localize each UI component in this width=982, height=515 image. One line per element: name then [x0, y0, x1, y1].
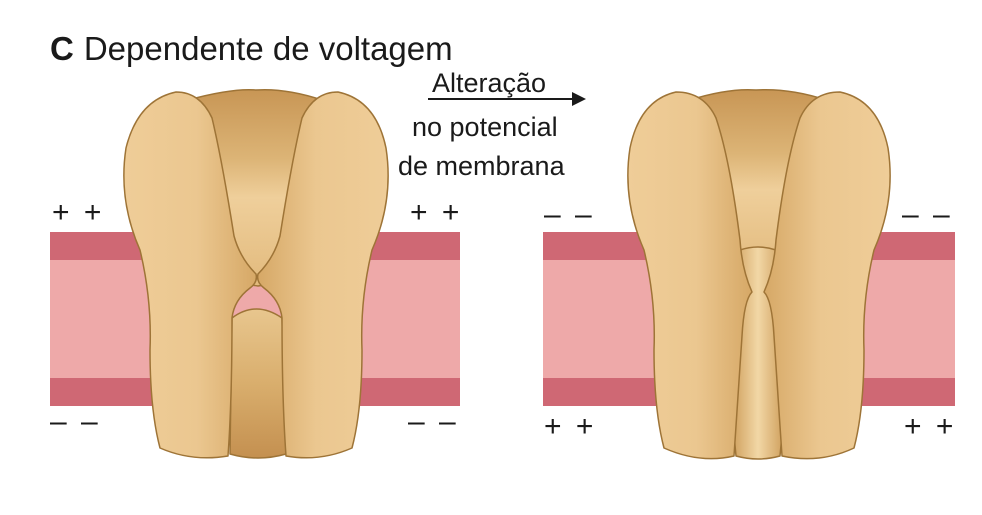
transition-label-line3: de membrana: [398, 151, 565, 181]
panel-letter: C: [50, 30, 74, 67]
charge-left-bottom-left: – –: [50, 405, 101, 438]
transition-arrow: [428, 92, 586, 106]
ion-channel-open: [627, 88, 891, 460]
transition-label-line1: Alteração: [432, 68, 547, 98]
charge-left-top-left: + +: [52, 196, 105, 229]
transition-label-line2: no potencial: [412, 112, 558, 142]
charge-right-bottom-left: + +: [544, 410, 597, 443]
charge-left-bottom-right: – –: [408, 405, 459, 438]
charge-right-top-left: – –: [544, 198, 595, 231]
title-text: Dependente de voltagem: [83, 30, 453, 67]
ion-channel-closed: [123, 88, 389, 459]
charge-left-top-right: + +: [410, 196, 463, 229]
charge-right-bottom-right: + +: [904, 410, 957, 443]
charge-right-top-right: – –: [902, 198, 953, 231]
